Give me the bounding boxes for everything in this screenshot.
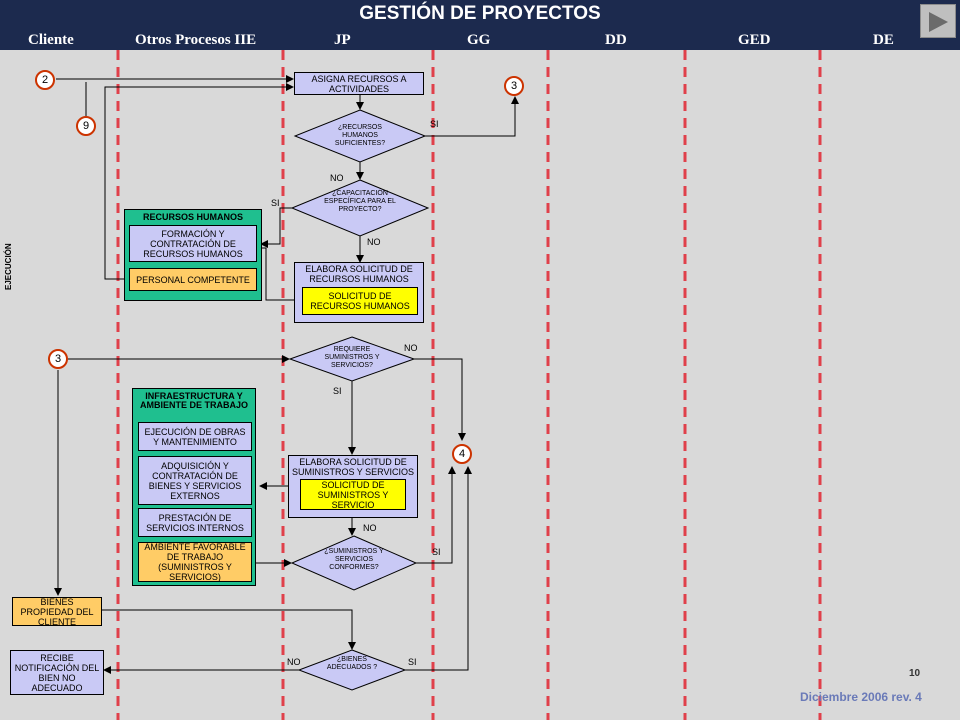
connector-4: 4 (452, 444, 472, 464)
lane-header-gg: GG (467, 32, 491, 48)
connector-2: 2 (35, 70, 55, 90)
process-elabora-solicitud-suministros-label: ELABORA SOLICITUD DE SUMINISTROS Y SERVI… (291, 457, 415, 477)
label-si-capacitacion: SI (271, 198, 280, 208)
page-title: GESTIÓN DE PROYECTOS (359, 3, 601, 24)
lane-dividers (116, 50, 822, 720)
document-solicitud-suministros: SOLICITUD DE SUMINISTROS Y SERVICIO (300, 479, 406, 510)
label-si-bienes: SI (408, 657, 417, 667)
label-si-suministros: SI (432, 547, 441, 557)
label-no-recursos: NO (330, 173, 344, 183)
output-personal-competente: PERSONAL COMPETENTE (129, 268, 257, 291)
label-si-recursos: SI (430, 119, 439, 129)
phase-label-ejecucion: EJECUCIÓN (4, 243, 13, 290)
process-elabora-solicitud-rh-label: ELABORA SOLICITUD DE RECURSOS HUMANOS (305, 264, 413, 284)
play-icon (929, 12, 948, 32)
label-no-bienes: NO (287, 657, 301, 667)
output-bienes-propiedad-cliente: BIENES PROPIEDAD DEL CLIENTE (12, 597, 102, 627)
label-si-requiere: SI (333, 386, 342, 396)
process-ejecucion-obras: EJECUCIÓN DE OBRAS Y MANTENIMIENTO (138, 422, 252, 451)
decision-capacitacion-text: ¿CAPACITACIÓN ESPECÍFICA PARA EL PROYECT… (324, 190, 396, 213)
lane-header-de: DE (873, 32, 894, 48)
label-no-suministros: NO (363, 523, 377, 533)
document-solicitud-rh: SOLICITUD DE RECURSOS HUMANOS (302, 287, 418, 315)
lane-header-cliente: Cliente (28, 32, 74, 48)
process-adquisicion-contratacion: ADQUISICIÓN Y CONTRATACIÓN DE BIENES Y S… (138, 456, 252, 505)
group-recursos-humanos-title: RECURSOS HUMANOS (142, 212, 243, 222)
connector-3-bottom: 3 (48, 349, 68, 369)
decision-recursos-humanos-text: ¿RECURSOS HUMANOS SUFICIENTES? (334, 124, 386, 147)
decision-bienes-adecuados (297, 649, 407, 691)
label-no-capacitacion: NO (367, 237, 381, 247)
decision-suministros-conformes (290, 535, 418, 591)
connector-9: 9 (76, 116, 96, 136)
process-prestacion-servicios: PRESTACIÓN DE SERVICIOS INTERNOS (138, 508, 252, 537)
process-formacion-contratacion: FORMACIÓN Y CONTRATACIÓN DE RECURSOS HUM… (129, 225, 257, 262)
output-ambiente-favorable: AMBIENTE FAVORABLE DE TRABAJO (SUMINISTR… (138, 542, 252, 582)
process-asigna-recursos: ASIGNA RECURSOS A ACTIVIDADES (294, 72, 424, 95)
label-no-requiere: NO (404, 343, 418, 353)
header-bar (0, 0, 960, 50)
connector-3-top: 3 (504, 76, 524, 96)
lane-header-jp: JP (334, 32, 351, 48)
process-recibe-notificacion: RECIBE NOTIFICACIÓN DEL BIEN NO ADECUADO (10, 650, 104, 695)
decision-requiere-suministros-text: REQUIERE SUMINISTROS Y SERVICIOS? (324, 346, 380, 369)
next-slide-button[interactable] (920, 4, 956, 38)
flowchart-canvas (54, 50, 822, 720)
decision-bienes-adecuados-text: ¿BIENES ADECUADOS ? (326, 656, 378, 671)
lane-header-ged: GED (738, 32, 771, 48)
group-infraestructura-title: INFRAESTRUCTURA Y AMBIENTE DE TRABAJO (139, 391, 248, 410)
footer-date: Diciembre 2006 rev. 4 (800, 690, 922, 704)
lane-header-dd: DD (605, 32, 627, 48)
decision-suministros-conformes-text: ¿SUMINISTROS Y SERVICIOS CONFORMES? (324, 548, 384, 571)
page-number: 10 (909, 668, 921, 679)
lane-header-otros-procesos: Otros Procesos IIE (135, 32, 257, 48)
